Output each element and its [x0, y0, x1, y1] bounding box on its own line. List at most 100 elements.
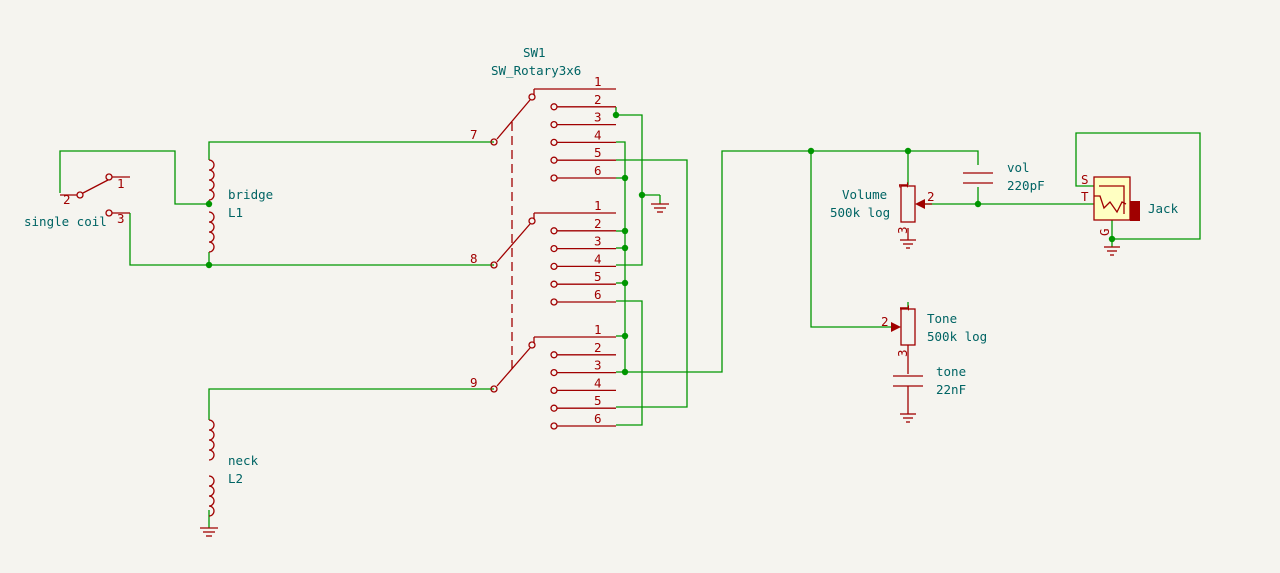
switch-contact [550, 103, 558, 111]
switch-contact [490, 385, 498, 393]
switch-contact [550, 262, 558, 271]
common-pin-8: 8 [470, 251, 478, 266]
wire-deck-c [616, 141, 626, 372]
neck-label: neck [228, 453, 259, 468]
jack-sleeve-block [1130, 201, 1140, 221]
wire-jack-sleeve [1075, 132, 1201, 240]
junction-dot [621, 244, 629, 252]
switch-contact [105, 173, 113, 181]
junction-dot [904, 147, 912, 155]
wire-sc-pin3 [129, 213, 209, 266]
jack-tip [1094, 195, 1127, 214]
switch-deck-1: 7 [470, 88, 616, 146]
wiper-arrow [891, 322, 901, 332]
deck-2-pin-1: 1 [594, 198, 602, 213]
deck-2-pin-2: 2 [594, 216, 602, 231]
jack-tip-contact [1099, 185, 1125, 214]
junction-dot [974, 200, 982, 208]
deck-2-pin-4: 4 [594, 251, 602, 266]
jack-pin-s: S [1081, 172, 1089, 187]
junction-dot [1108, 235, 1116, 243]
deck-1-pin-1: 1 [594, 74, 602, 89]
switch-contact [550, 422, 558, 430]
bridge-ref: L1 [228, 205, 243, 220]
switch-wiper [496, 347, 531, 387]
junction-dot [205, 200, 213, 208]
junction-dot [612, 111, 620, 119]
bridge-label: bridge [228, 187, 273, 202]
switch-contact [490, 138, 498, 146]
switch-contact [550, 298, 558, 306]
tone-value: 500k log [927, 329, 987, 344]
junction-dot [621, 279, 629, 287]
sc-pin-2: 2 [63, 192, 71, 207]
sc-pin-1: 1 [117, 176, 125, 191]
inductor-coil [208, 419, 215, 517]
junction-dot [638, 191, 646, 199]
vol-pin-3: 3 [895, 226, 910, 234]
vol-cap-value: 220pF [1007, 178, 1045, 193]
deck-3-pin-2: 2 [594, 340, 602, 355]
junction-dot [205, 261, 213, 269]
switch-contact [550, 174, 558, 182]
junction-dot [807, 147, 815, 155]
deck-3-pin-3: 3 [594, 358, 602, 373]
grounds [200, 203, 1120, 537]
wire-deck-i [616, 159, 688, 408]
vol-cap-label: vol [1007, 160, 1030, 175]
wire-bridge-top [208, 141, 494, 160]
deck-2-pin-6: 6 [594, 287, 602, 302]
switch-contact [550, 138, 558, 147]
deck-3-pin-4: 4 [594, 375, 602, 390]
neck-inductor: neck L2 [208, 419, 259, 517]
neck-ref: L2 [228, 471, 243, 486]
deck-1-pin-6: 6 [594, 163, 602, 178]
junction-dot [621, 227, 629, 235]
jack-pin-g: G [1097, 228, 1112, 236]
ground-icon [900, 228, 916, 249]
wires [59, 107, 1201, 528]
deck-1-pin-3: 3 [594, 110, 602, 125]
switch-contact [528, 217, 536, 225]
deck-2-pin-5: 5 [594, 269, 602, 284]
wiper-arrow [915, 199, 925, 209]
switch-contact [105, 209, 113, 217]
tone-pin-3: 3 [895, 349, 910, 357]
volume-value: 500k log [830, 205, 890, 220]
switch-contact [528, 341, 536, 349]
deck-1-pin-5: 5 [594, 145, 602, 160]
common-pin-9: 9 [470, 375, 478, 390]
audio-jack: S T G Jack [1081, 172, 1179, 236]
switch-contact [550, 227, 558, 235]
deck-1-pin-2: 2 [594, 92, 602, 107]
switch-deck-2: 8 [470, 212, 616, 269]
junction-dot [621, 368, 629, 376]
switch-contact [550, 368, 558, 377]
vol-capacitor: vol 220pF [963, 160, 1045, 193]
deck-2-pin-3: 3 [594, 234, 602, 249]
wire-deck-a [615, 107, 643, 266]
wire-output [616, 150, 979, 373]
jack-pin-t: T [1081, 189, 1089, 204]
switch-lever [82, 179, 109, 194]
inductor-coil [208, 159, 215, 253]
tone-pot: 2 1 3 Tone 500k log [881, 302, 987, 374]
tone-cap-label: tone [936, 364, 966, 379]
junctions [205, 111, 1116, 376]
switch-contact [490, 261, 498, 269]
switch-ref: SW1 [523, 45, 546, 60]
wire-deck-j [616, 300, 643, 426]
single-coil-label: single coil [24, 214, 107, 229]
junction-dot [621, 332, 629, 340]
single-coil-switch: 2 1 3 single coil [24, 173, 130, 229]
switch-wiper [496, 99, 531, 140]
switch-contact [550, 280, 558, 288]
switch-contact [76, 191, 84, 199]
deck-3-pin-1: 1 [594, 322, 602, 337]
switch-contact [550, 156, 558, 164]
tone-pin-1: 1 [897, 304, 912, 312]
switch-value: SW_Rotary3x6 [491, 63, 581, 78]
deck-3-pin-6: 6 [594, 411, 602, 426]
